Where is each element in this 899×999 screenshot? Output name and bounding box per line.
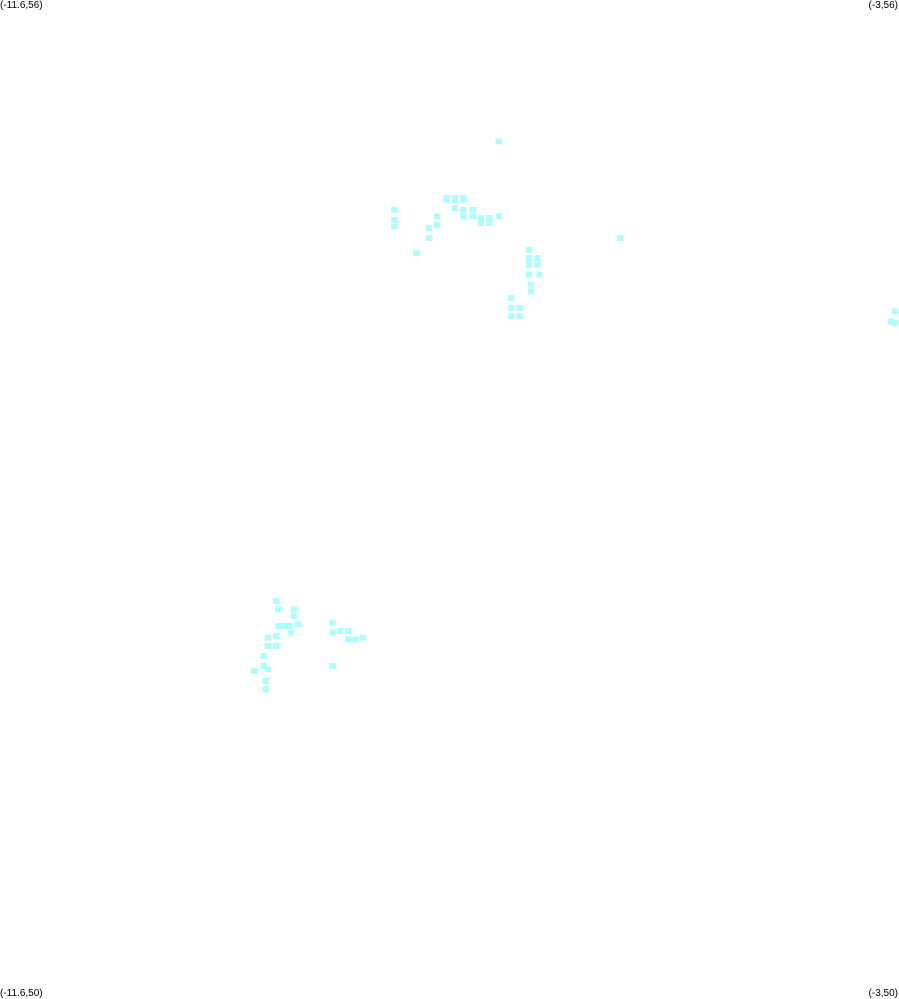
map-point-marker — [260, 653, 267, 659]
map-point-marker — [264, 666, 271, 673]
map-point-marker — [345, 636, 352, 643]
map-point-marker — [275, 606, 282, 613]
map-point-marker — [281, 623, 288, 629]
map-point-marker — [534, 261, 541, 268]
map-point-marker — [273, 643, 279, 649]
map-point-marker — [294, 621, 301, 628]
map-point-marker — [486, 220, 493, 227]
map-point-marker — [525, 246, 532, 253]
map-point-marker — [251, 668, 257, 674]
map-point-marker — [262, 678, 269, 684]
map-point-marker — [391, 206, 398, 213]
map-point-marker — [434, 213, 440, 220]
map-point-marker — [477, 220, 484, 227]
corner-label-bottom-right: (-3,50) — [868, 988, 898, 999]
map-point-marker — [528, 281, 534, 288]
map-point-marker — [887, 318, 894, 325]
map-point-marker — [495, 213, 502, 220]
map-point-marker — [525, 271, 532, 278]
corner-label-top-right: (-3,56) — [868, 0, 898, 11]
map-point-marker — [286, 623, 293, 629]
map-point-marker — [413, 250, 419, 257]
map-point-marker — [352, 636, 359, 643]
map-point-marker — [359, 634, 366, 641]
map-point-marker — [528, 288, 534, 295]
map-point-marker — [516, 313, 523, 320]
map-point-marker — [616, 235, 623, 242]
map-point-marker — [434, 221, 440, 228]
map-point-marker — [477, 215, 484, 222]
map-point-marker — [425, 235, 432, 242]
map-point-marker — [329, 619, 336, 626]
map-point-marker — [508, 295, 515, 301]
map-point-marker — [508, 313, 515, 320]
map-point-marker — [425, 225, 432, 232]
map-point-marker — [891, 308, 898, 315]
map-point-marker — [336, 628, 343, 634]
map-point-marker — [329, 629, 336, 636]
map-point-marker — [290, 606, 297, 613]
map-point-marker — [264, 643, 271, 649]
map-point-marker — [345, 628, 352, 634]
map-point-marker — [525, 255, 532, 262]
map-point-marker — [391, 223, 398, 230]
map-point-marker — [275, 623, 282, 629]
map-point-marker — [536, 271, 543, 278]
map-point-marker — [273, 633, 279, 639]
map-point-marker — [260, 663, 267, 669]
map-point-marker — [273, 598, 279, 605]
map-point-marker — [534, 255, 541, 262]
map-point-marker — [264, 634, 271, 641]
map-point-marker — [460, 196, 467, 203]
map-point-marker — [469, 206, 476, 213]
map-point-marker — [891, 320, 898, 326]
corner-label-top-left: (-11.6,56) — [0, 0, 43, 11]
map-point-marker — [508, 305, 515, 311]
map-point-marker — [460, 206, 467, 213]
map-point-marker — [329, 663, 336, 669]
map-point-marker — [486, 215, 493, 222]
map-point-marker — [287, 629, 294, 636]
map-point-marker — [290, 613, 297, 620]
map-point-marker — [460, 213, 467, 220]
map-point-marker — [262, 686, 269, 693]
map-point-marker — [516, 305, 523, 311]
map-point-marker — [469, 213, 476, 220]
corner-label-bottom-left: (-11.6,50) — [0, 988, 43, 999]
map-point-marker — [391, 216, 398, 223]
map-point-marker — [443, 196, 450, 203]
map-point-marker — [451, 205, 458, 212]
map-point-marker — [525, 261, 532, 268]
map-point-marker — [451, 196, 458, 203]
map-point-marker — [495, 138, 502, 145]
